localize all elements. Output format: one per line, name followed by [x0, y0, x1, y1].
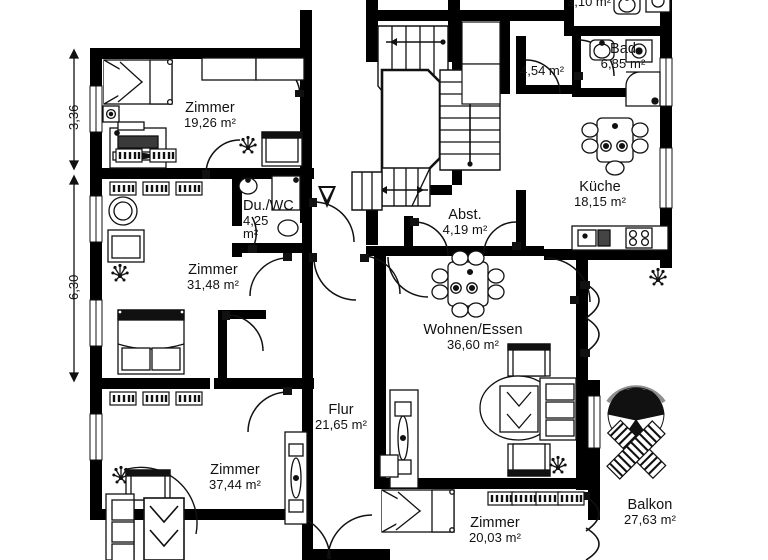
- washbasin-icon: [238, 177, 258, 195]
- radiator-icon: [486, 490, 516, 507]
- wall-unit-icon: [284, 431, 308, 525]
- coffee-table-icon: [143, 497, 185, 560]
- kitchen-counter-icon: [571, 225, 669, 251]
- radiator-icon: [174, 390, 204, 407]
- radiator-icon: [108, 390, 138, 407]
- radiator-icon: [108, 180, 138, 197]
- room-label-duwc: Du./WC 4,25 m²: [243, 198, 294, 242]
- bed-icon: [103, 58, 174, 106]
- washing-machine-icon: [625, 39, 653, 63]
- radiator-icon: [510, 490, 540, 507]
- area-label-454: 4,54 m²: [520, 63, 565, 78]
- dimension-lines: [68, 48, 80, 383]
- side-table-icon: [379, 454, 399, 478]
- shaft: [461, 21, 501, 105]
- double-bed-icon: [117, 309, 185, 375]
- area-label-310: 3,10 m²: [567, 0, 612, 9]
- radiator-icon: [141, 390, 171, 407]
- radiator-icon: [141, 180, 171, 197]
- plant-icon: [648, 267, 668, 287]
- appliance-icon: [645, 0, 671, 13]
- radiator-icon: [174, 180, 204, 197]
- bathtub-icon: [613, 0, 641, 15]
- nightstand-icon: [102, 105, 120, 123]
- shower-icon: [271, 175, 301, 211]
- toilet-icon: [277, 219, 299, 237]
- room-name: Du./WC: [243, 198, 294, 214]
- plant-icon: [238, 135, 258, 155]
- room-area-line1: 4,25: [243, 212, 269, 228]
- dimension-label-336: 3,36: [66, 104, 81, 130]
- radiator-icon: [114, 147, 144, 164]
- dining-table-icon: [581, 117, 649, 176]
- rug-icon: [123, 466, 198, 535]
- armchair-icon: [125, 469, 171, 501]
- lounge-group-icon: [479, 343, 577, 477]
- dining-table-icon: [431, 250, 505, 318]
- entrance-arrow-icon: [318, 186, 336, 208]
- bed-icon: [381, 489, 455, 533]
- sofa-icon: [105, 493, 135, 560]
- shower-icon: [625, 71, 661, 107]
- room-area-line2: m²: [243, 226, 259, 242]
- windows: [89, 57, 673, 461]
- plant-icon: [548, 455, 568, 475]
- radiator-icon: [148, 147, 178, 164]
- radiator-icon: [556, 490, 586, 507]
- round-table-icon: [108, 196, 138, 226]
- armchair-icon: [261, 131, 303, 167]
- deck-chair-icon: [606, 419, 667, 480]
- armchair-icon: [107, 229, 145, 263]
- washbasin-icon: [589, 39, 615, 61]
- dimension-label-630: 6,30: [66, 274, 81, 300]
- plant-icon: [110, 263, 130, 283]
- wardrobe-icon: [201, 57, 305, 81]
